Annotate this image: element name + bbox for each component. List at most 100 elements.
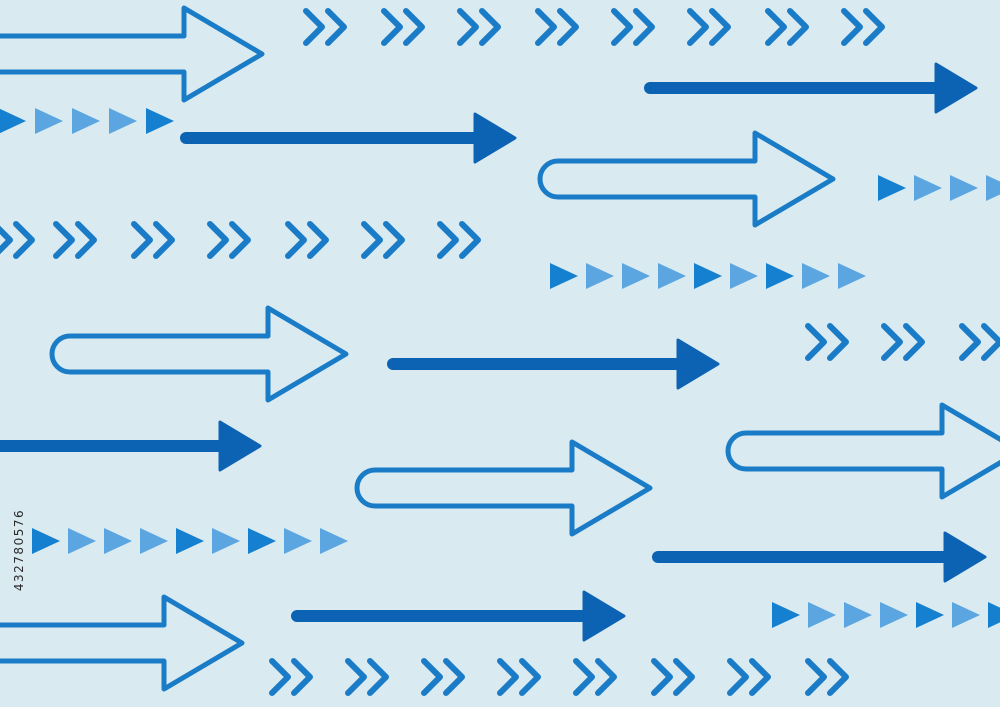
triangle-icon <box>140 528 168 554</box>
chevron-icon <box>153 221 175 259</box>
triangle-icon <box>284 528 312 554</box>
triangle-icon <box>176 528 204 554</box>
triangle-icon <box>878 175 906 201</box>
chevron-icon <box>633 8 655 46</box>
triangle-icon <box>952 602 980 628</box>
chevron-icon <box>573 658 595 696</box>
chevron-icon <box>13 221 35 259</box>
outline-arrow-icon <box>0 594 245 692</box>
triangle-icon <box>988 602 1000 628</box>
chevron-icon <box>443 658 465 696</box>
triangle-icon <box>35 108 63 134</box>
triangle-icon <box>32 528 60 554</box>
triangle-icon <box>916 602 944 628</box>
chevron-icon <box>749 658 771 696</box>
outline-arrow-icon <box>49 305 349 403</box>
triangle-icon <box>914 175 942 201</box>
chevron-icon <box>651 658 673 696</box>
chevron-icon <box>285 221 307 259</box>
triangle-icon <box>844 602 872 628</box>
chevron-icon <box>381 8 403 46</box>
triangle-icon <box>880 602 908 628</box>
chevron-icon <box>841 8 863 46</box>
chevron-icon <box>229 221 251 259</box>
chevron-icon <box>325 8 347 46</box>
chevron-icon <box>881 323 903 361</box>
triangle-icon <box>658 263 686 289</box>
triangle-icon <box>586 263 614 289</box>
chevron-icon <box>403 8 425 46</box>
solid-arrow-icon <box>934 62 978 114</box>
chevron-icon <box>787 8 809 46</box>
chevron-icon <box>303 8 325 46</box>
chevron-icon <box>827 323 849 361</box>
chevron-icon <box>805 323 827 361</box>
solid-arrow-icon <box>943 531 987 583</box>
triangle-icon <box>730 263 758 289</box>
triangle-icon <box>72 108 100 134</box>
chevron-icon <box>457 8 479 46</box>
chevron-icon <box>345 658 367 696</box>
chevron-icon <box>535 8 557 46</box>
chevron-icon <box>307 221 329 259</box>
triangle-icon <box>109 108 137 134</box>
chevron-icon <box>269 658 291 696</box>
stock-id-label: 432780576 <box>6 470 32 630</box>
triangle-icon <box>0 108 26 134</box>
chevron-icon <box>131 221 153 259</box>
solid-arrow-icon <box>676 338 720 390</box>
chevron-icon <box>479 8 501 46</box>
chevron-icon <box>903 323 925 361</box>
chevron-icon <box>367 658 389 696</box>
stock-id-text: 432780576 <box>12 508 26 592</box>
chevron-icon <box>459 221 481 259</box>
triangle-icon <box>694 263 722 289</box>
triangle-icon <box>320 528 348 554</box>
triangle-icon <box>146 108 174 134</box>
chevron-icon <box>557 8 579 46</box>
outline-arrow-icon <box>537 130 836 228</box>
outline-arrow-icon <box>0 5 265 103</box>
chevron-icon <box>595 658 617 696</box>
chevron-icon <box>673 658 695 696</box>
chevron-icon <box>497 658 519 696</box>
triangle-icon <box>802 263 830 289</box>
chevron-icon <box>727 658 749 696</box>
triangle-icon <box>766 263 794 289</box>
outline-arrow-icon <box>354 439 653 537</box>
triangle-icon <box>212 528 240 554</box>
triangle-icon <box>986 175 1000 201</box>
chevron-icon <box>361 221 383 259</box>
chevron-icon <box>827 658 849 696</box>
chevron-icon <box>383 221 405 259</box>
triangle-icon <box>248 528 276 554</box>
chevron-icon <box>687 8 709 46</box>
outline-arrow-icon <box>725 402 1000 500</box>
chevron-icon <box>75 221 97 259</box>
chevron-icon <box>291 658 313 696</box>
chevron-icon <box>53 221 75 259</box>
triangle-icon <box>622 263 650 289</box>
solid-arrow-icon <box>582 590 626 642</box>
triangle-icon <box>772 602 800 628</box>
chevron-icon <box>805 658 827 696</box>
chevron-icon <box>765 8 787 46</box>
chevron-icon <box>863 8 885 46</box>
solid-arrow-icon <box>473 112 517 164</box>
chevron-icon <box>981 323 1000 361</box>
triangle-icon <box>550 263 578 289</box>
solid-arrow-icon <box>218 420 262 472</box>
chevron-icon <box>959 323 981 361</box>
chevron-icon <box>207 221 229 259</box>
triangle-icon <box>68 528 96 554</box>
triangle-icon <box>838 263 866 289</box>
triangle-icon <box>104 528 132 554</box>
chevron-icon <box>0 225 13 255</box>
chevron-icon <box>421 658 443 696</box>
chevron-icon <box>519 658 541 696</box>
chevron-icon <box>437 221 459 259</box>
chevron-icon <box>611 8 633 46</box>
triangle-icon <box>950 175 978 201</box>
